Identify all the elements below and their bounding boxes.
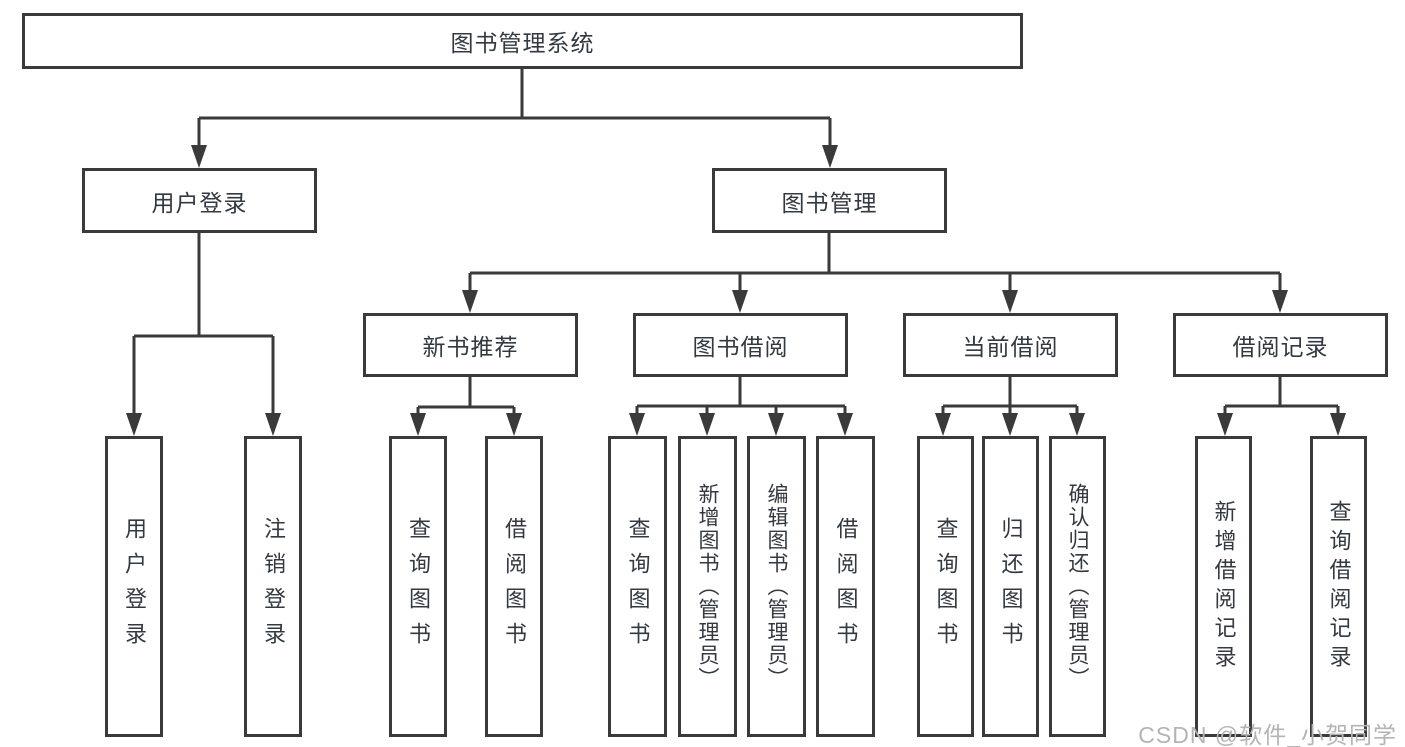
csdn-watermark: CSDN @软件_小贺同学 <box>1138 722 1397 747</box>
leaf-query-books-borrow: 查询图书 <box>608 436 667 737</box>
leaf-query-borrow-record: 查询借阅记录 <box>1310 436 1367 737</box>
node-root: 图书管理系统 <box>22 13 1023 69</box>
node-current-borrow: 当前借阅 <box>903 313 1118 377</box>
leaf-query-books-current: 查询图书 <box>917 436 974 737</box>
node-book-borrow: 图书借阅 <box>633 313 848 377</box>
leaf-user-login: 用户登录 <box>105 436 163 737</box>
node-user-login: 用户登录 <box>82 168 317 233</box>
leaf-logout: 注销登录 <box>244 436 302 737</box>
node-book-management: 图书管理 <box>712 168 947 233</box>
leaf-edit-books-admin: 编辑图书（管理员） <box>747 436 806 737</box>
leaf-add-books-admin: 新增图书（管理员） <box>678 436 737 737</box>
arrowheads <box>126 145 1346 436</box>
leaf-borrow-books-recommend: 借阅图书 <box>485 436 543 737</box>
leaf-borrow-books: 借阅图书 <box>816 436 875 737</box>
leaf-add-borrow-record: 新增借阅记录 <box>1195 436 1252 737</box>
node-new-book-recommend: 新书推荐 <box>363 313 578 377</box>
leaf-query-books-recommend: 查询图书 <box>389 436 447 737</box>
node-borrow-records: 借阅记录 <box>1173 313 1388 377</box>
leaf-confirm-return-admin: 确认归还（管理员） <box>1049 436 1106 737</box>
leaf-return-books: 归还图书 <box>982 436 1039 737</box>
